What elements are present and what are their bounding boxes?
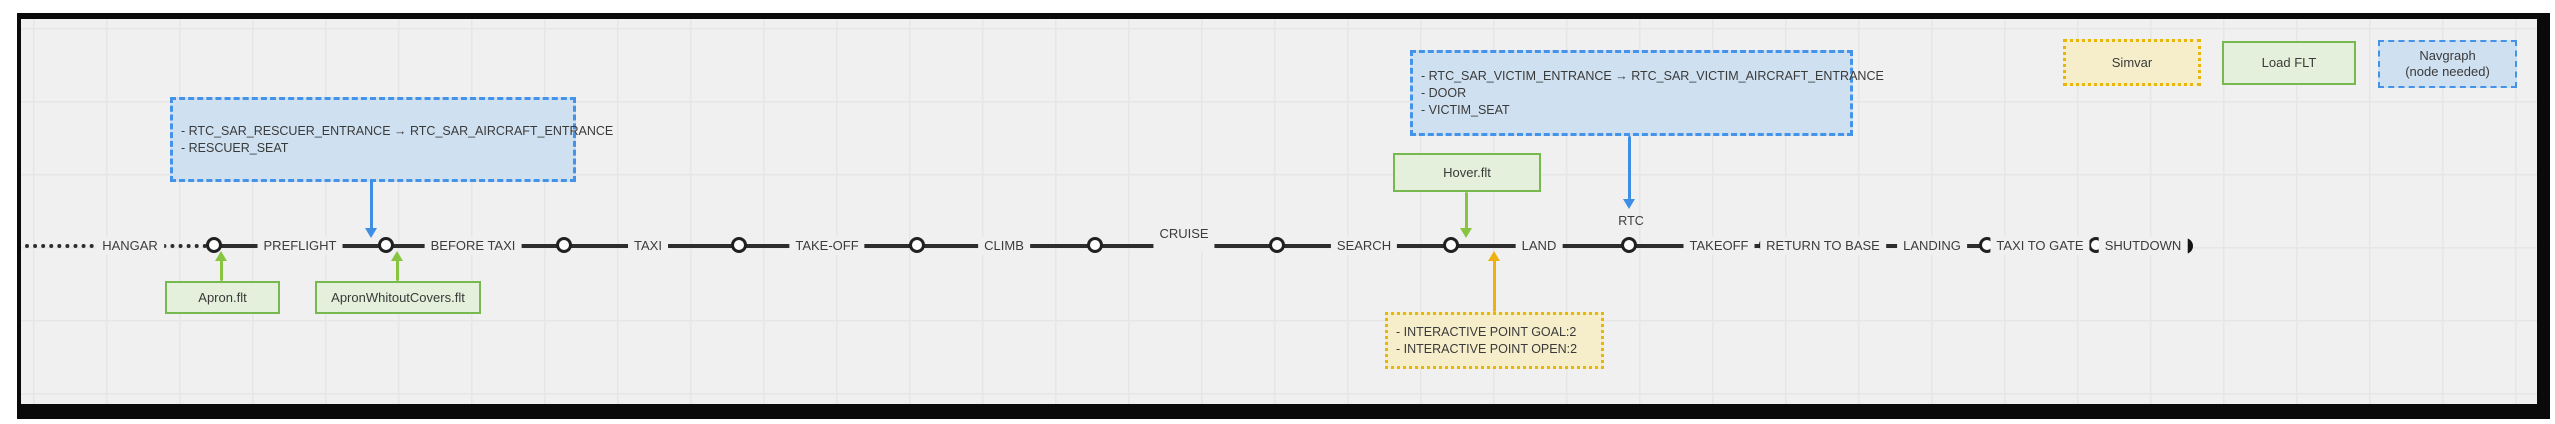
- flt-box-apron-without-covers: ApronWhitoutCovers.flt: [315, 281, 481, 314]
- hover-flt-text: Hover.flt: [1443, 165, 1491, 180]
- timeline-node-land: [1443, 237, 1459, 253]
- victim-seat-text: - VICTIM_SEAT: [1421, 102, 1510, 117]
- arrow-down-rescuer: [370, 180, 373, 229]
- arrow-down-rescuer-head-icon: [365, 228, 377, 238]
- arrow-down-victim-head-icon: [1623, 199, 1635, 209]
- arrow-up-apron-without-covers-head-icon: [391, 251, 403, 261]
- phase-label-cruise: CRUISE: [1153, 226, 1215, 252]
- victim-door-text: - DOOR: [1421, 85, 1467, 100]
- phase-label-land: LAND: [1515, 237, 1563, 255]
- arrow-down-victim: [1628, 136, 1631, 200]
- timeline-node-before-taxi: [378, 237, 394, 253]
- timeline-node-taxi: [556, 237, 572, 253]
- interactive-point-goal-text: - INTERACTIVE POINT GOAL:2: [1396, 324, 1577, 339]
- rtc-node-label: RTC: [1618, 214, 1644, 228]
- timeline-node-climb: [909, 237, 925, 253]
- rescuer-entrance-text: - RTC_SAR_RESCUER_ENTRANCE → RTC_SAR_AIR…: [181, 123, 614, 138]
- phase-label-hangar: HANGAR: [96, 237, 164, 255]
- phase-label-take-off: TAKE-OFF: [789, 237, 865, 255]
- phase-label-taxi-to-gate: TAXI TO GATE: [1990, 237, 2090, 255]
- arrow-up-apron-head-icon: [215, 251, 227, 261]
- phase-label-shutdown: SHUTDOWN: [2098, 237, 2188, 255]
- legend-navgraph-label-line1: Navgraph: [2419, 48, 2476, 63]
- timeline-node-cruise: [1087, 237, 1103, 253]
- simvar-box-interactive-point: - INTERACTIVE POINT GOAL:2 - INTERACTIVE…: [1385, 312, 1604, 369]
- phase-label-before-taxi: BEFORE TAXI: [424, 237, 522, 255]
- rescuer-seat-text: - RESCUER_SEAT: [181, 140, 289, 155]
- legend-load-flt: Load FLT: [2222, 41, 2356, 85]
- flt-box-hover: Hover.flt: [1393, 153, 1541, 192]
- apron-without-covers-flt-text: ApronWhitoutCovers.flt: [331, 290, 465, 305]
- flt-box-apron: Apron.flt: [165, 281, 280, 314]
- arrow-up-apron: [220, 260, 223, 281]
- interactive-point-open-text: - INTERACTIVE POINT OPEN:2: [1396, 341, 1578, 356]
- arrow-up-interactive-point-head-icon: [1488, 251, 1500, 261]
- legend-simvar: Simvar: [2063, 39, 2201, 86]
- phase-label-takeoff: TAKEOFF: [1683, 237, 1755, 255]
- apron-flt-text: Apron.flt: [198, 290, 247, 305]
- legend-navgraph: Navgraph (node needed): [2378, 40, 2517, 88]
- timeline-node-take-off: [731, 237, 747, 253]
- legend-load-flt-label: Load FLT: [2261, 55, 2317, 70]
- timeline-node-rtc: [1621, 237, 1637, 253]
- phase-label-landing: LANDING: [1897, 237, 1967, 255]
- victim-entrance-text: - RTC_SAR_VICTIM_ENTRANCE → RTC_SAR_VICT…: [1421, 68, 1884, 83]
- arrow-down-hover: [1465, 192, 1468, 229]
- phase-label-climb: CLIMB: [978, 237, 1030, 255]
- phase-label-taxi: TAXI: [628, 237, 668, 255]
- navgraph-box-victim: - RTC_SAR_VICTIM_ENTRANCE → RTC_SAR_VICT…: [1410, 50, 1884, 136]
- timeline-node-search: [1269, 237, 1285, 253]
- timeline-node-preflight: [206, 237, 222, 253]
- navgraph-box-rescuer: - RTC_SAR_RESCUER_ENTRANCE → RTC_SAR_AIR…: [170, 97, 614, 182]
- arrow-down-hover-head-icon: [1460, 228, 1472, 238]
- arrow-up-apron-without-covers: [396, 260, 399, 281]
- legend-simvar-label: Simvar: [2111, 54, 2153, 70]
- phase-label-return-to-base: RETURN TO BASE: [1760, 237, 1886, 255]
- legend-navgraph-label-line2: (node needed): [2405, 64, 2490, 79]
- phase-label-preflight: PREFLIGHT: [257, 237, 343, 255]
- phase-label-search: SEARCH: [1330, 237, 1398, 255]
- arrow-up-interactive-point: [1493, 260, 1496, 312]
